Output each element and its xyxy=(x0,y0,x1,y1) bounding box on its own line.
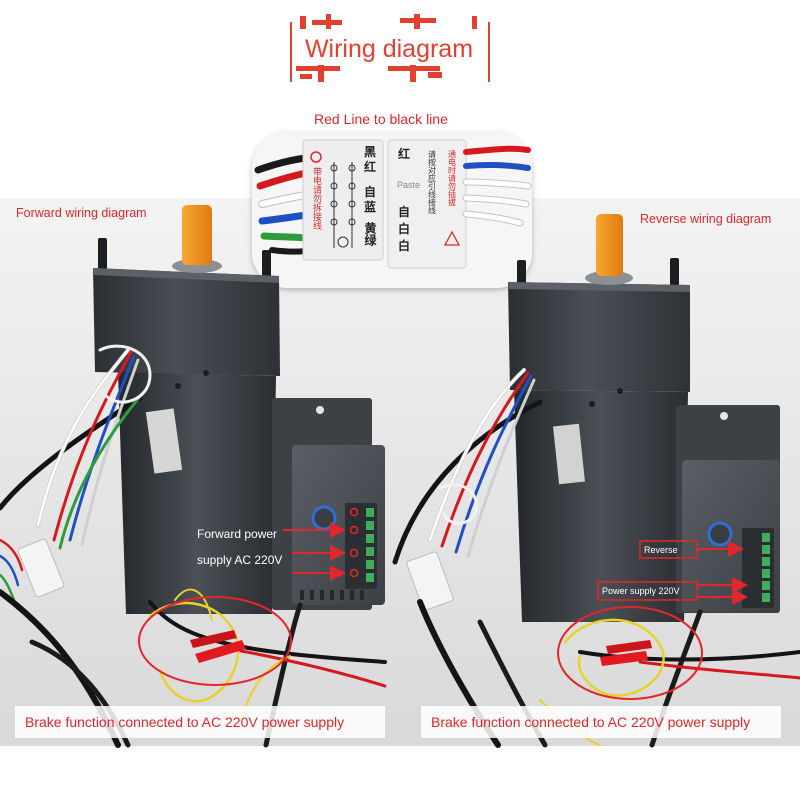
connector-plug xyxy=(17,538,65,598)
terminal-schematic xyxy=(330,162,356,248)
alligator-clip xyxy=(600,651,648,666)
alligator-clip xyxy=(606,640,652,654)
right-card-wires xyxy=(462,145,532,227)
right-card-white-3: 白 xyxy=(398,238,410,253)
warning-triangle-icon xyxy=(443,230,461,246)
motor-lead-wires xyxy=(392,368,543,565)
motor-rating-sticker xyxy=(145,408,183,474)
speed-knob xyxy=(311,505,337,531)
right-card-white-1: 自 xyxy=(398,204,410,219)
vent-slots xyxy=(300,590,364,600)
motor-lead-wires xyxy=(0,344,152,602)
reverse-arrows xyxy=(697,541,748,605)
lead-color-yellow-green: 黄绿 xyxy=(363,221,377,247)
power-supply-label-box xyxy=(597,581,698,601)
title-backdrop-glyphs xyxy=(296,14,477,82)
screw xyxy=(175,383,181,389)
reverse-caption-band xyxy=(421,706,781,738)
gearbox-housing xyxy=(93,268,280,376)
title-border-right xyxy=(488,22,490,82)
gearbox-housing xyxy=(508,282,690,392)
reverse-label: Reverse xyxy=(644,545,678,555)
terminal-markers xyxy=(349,507,359,578)
motor-body xyxy=(118,372,276,614)
mount-hole xyxy=(316,406,324,414)
output-shaft xyxy=(596,214,623,276)
right-card-white-2: 白 xyxy=(398,221,410,236)
right-card-warning: 通电时请勿插拔 xyxy=(448,149,457,207)
reverse-motor-photo: Reverse Power supply 220V xyxy=(392,214,800,748)
forward-power-label-2: supply AC 220V xyxy=(197,553,282,567)
right-lead-card: 红 Paste 自 白 白 请按对应引线接线 通电时请勿插拔 xyxy=(387,139,467,269)
lead-color-red: 红 xyxy=(364,159,376,174)
lead-color-blue: 蓝 xyxy=(364,199,376,214)
power-supply-label: Power supply 220V xyxy=(602,586,680,596)
mount-stud xyxy=(670,258,679,288)
paste-label: Paste xyxy=(397,180,420,190)
right-card-red: 红 xyxy=(398,146,410,161)
left-card-warning: 带电请勿拆接线 xyxy=(311,167,322,230)
brake-highlight-ellipse xyxy=(557,606,703,700)
title-border-left xyxy=(290,22,292,82)
alligator-clip xyxy=(195,640,246,663)
title-panel xyxy=(290,29,490,65)
alligator-clip xyxy=(190,630,237,648)
terminals xyxy=(366,508,374,582)
reverse-heading: Reverse wiring diagram xyxy=(640,212,771,226)
inset-caption: Red Line to black line xyxy=(314,111,448,127)
speed-knob xyxy=(707,521,733,547)
lead-label-inset: 带电请勿拆接线 黑 红 自 蓝 黄绿 红 Paste 自 白 白 请 xyxy=(252,132,532,288)
speed-controller xyxy=(272,398,385,610)
forward-power-arrows xyxy=(283,522,346,581)
mount-hole xyxy=(720,412,728,420)
terminals xyxy=(762,533,770,602)
screw xyxy=(203,370,209,376)
output-shaft xyxy=(182,205,212,265)
mount-stud xyxy=(98,238,107,272)
mount-stud xyxy=(262,250,271,280)
left-lead-card: 带电请勿拆接线 黑 红 自 蓝 黄绿 xyxy=(302,139,384,261)
forward-caption: Brake function connected to AC 220V powe… xyxy=(25,714,344,730)
lead-color-black: 黑 xyxy=(364,145,376,159)
page-title: Wiring diagram xyxy=(305,35,473,63)
lead-color-white: 自 xyxy=(364,184,376,199)
brake-highlight-ellipse xyxy=(138,596,292,686)
title-block: Wiring diagram xyxy=(290,14,490,82)
connector-plug xyxy=(406,551,454,611)
motor-rating-sticker xyxy=(553,423,585,485)
screw xyxy=(589,401,595,407)
reverse-caption: Brake function connected to AC 220V powe… xyxy=(431,714,750,730)
screw xyxy=(617,388,623,394)
right-card-instruction: 请按对应引线接线 xyxy=(428,149,437,214)
forward-caption-band xyxy=(15,706,385,738)
warning-circle-icon xyxy=(310,151,322,163)
forward-heading: Forward wiring diagram xyxy=(16,206,147,220)
forward-motor-photo: Forward power supply AC 220V xyxy=(0,205,387,748)
speed-controller xyxy=(676,405,780,613)
forward-power-label-1: Forward power xyxy=(197,527,277,541)
